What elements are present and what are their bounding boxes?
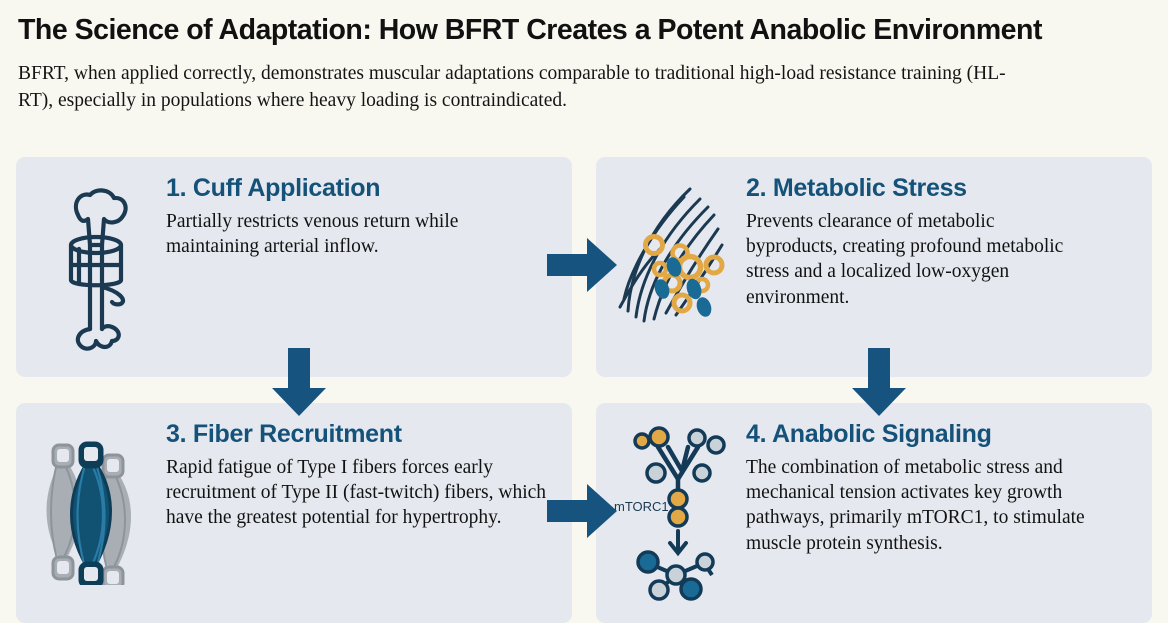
step-card-anabolic-signaling[interactable]: mTORC1 bbox=[596, 403, 1152, 623]
signaling-pathway-icon: mTORC1 bbox=[610, 421, 746, 601]
card-heading: 4. Anabolic Signaling bbox=[746, 420, 992, 448]
muscle-fibers-metabolites-icon bbox=[610, 175, 746, 329]
card-inner: mTORC1 bbox=[596, 403, 1152, 623]
card-description: Rapid fatigue of Type I fibers forces ea… bbox=[166, 456, 547, 529]
card-inner: 1. Cuff Application Partially restricts … bbox=[16, 157, 572, 377]
bone-with-cuff-icon bbox=[30, 175, 166, 351]
page-subtitle: BFRT, when applied correctly, demonstrat… bbox=[18, 62, 1006, 112]
page-title: The Science of Adaptation: How BFRT Crea… bbox=[18, 14, 1042, 46]
muscle-fiber-bundles-icon bbox=[30, 421, 166, 585]
step-card-metabolic-stress[interactable]: 2. Metabolic Stress Prevents clearance o… bbox=[596, 157, 1152, 377]
arrow-step2-to-step4-icon bbox=[848, 348, 910, 418]
card-description: The combination of metabolic stress and … bbox=[746, 456, 1085, 554]
card-body: 2. Metabolic Stress Prevents clearance o… bbox=[746, 174, 1138, 310]
arrow-step1-to-step3-icon bbox=[268, 348, 330, 418]
header: The Science of Adaptation: How BFRT Crea… bbox=[18, 14, 1154, 115]
card-heading: 1. Cuff Application bbox=[166, 174, 381, 202]
card-inner: 2. Metabolic Stress Prevents clearance o… bbox=[596, 157, 1152, 377]
card-heading: 2. Metabolic Stress bbox=[746, 174, 967, 202]
arrow-step3-to-step4-icon bbox=[547, 480, 619, 542]
card-heading: 3. Fiber Recruitment bbox=[166, 420, 402, 448]
card-body: 4. Anabolic Signaling The combination of… bbox=[746, 420, 1138, 556]
step-card-cuff-application[interactable]: 1. Cuff Application Partially restricts … bbox=[16, 157, 572, 377]
step-card-fiber-recruitment[interactable]: 3. Fiber Recruitment Rapid fatigue of Ty… bbox=[16, 403, 572, 623]
card-inner: 3. Fiber Recruitment Rapid fatigue of Ty… bbox=[16, 403, 572, 623]
mtorc1-label: mTORC1 bbox=[614, 499, 669, 514]
arrow-step1-to-step2-icon bbox=[547, 234, 619, 296]
card-description: Partially restricts venous return while … bbox=[166, 210, 459, 257]
card-body: 3. Fiber Recruitment Rapid fatigue of Ty… bbox=[166, 420, 558, 531]
card-body: 1. Cuff Application Partially restricts … bbox=[166, 174, 558, 259]
card-description: Prevents clearance of metabolic byproduc… bbox=[746, 210, 1064, 308]
